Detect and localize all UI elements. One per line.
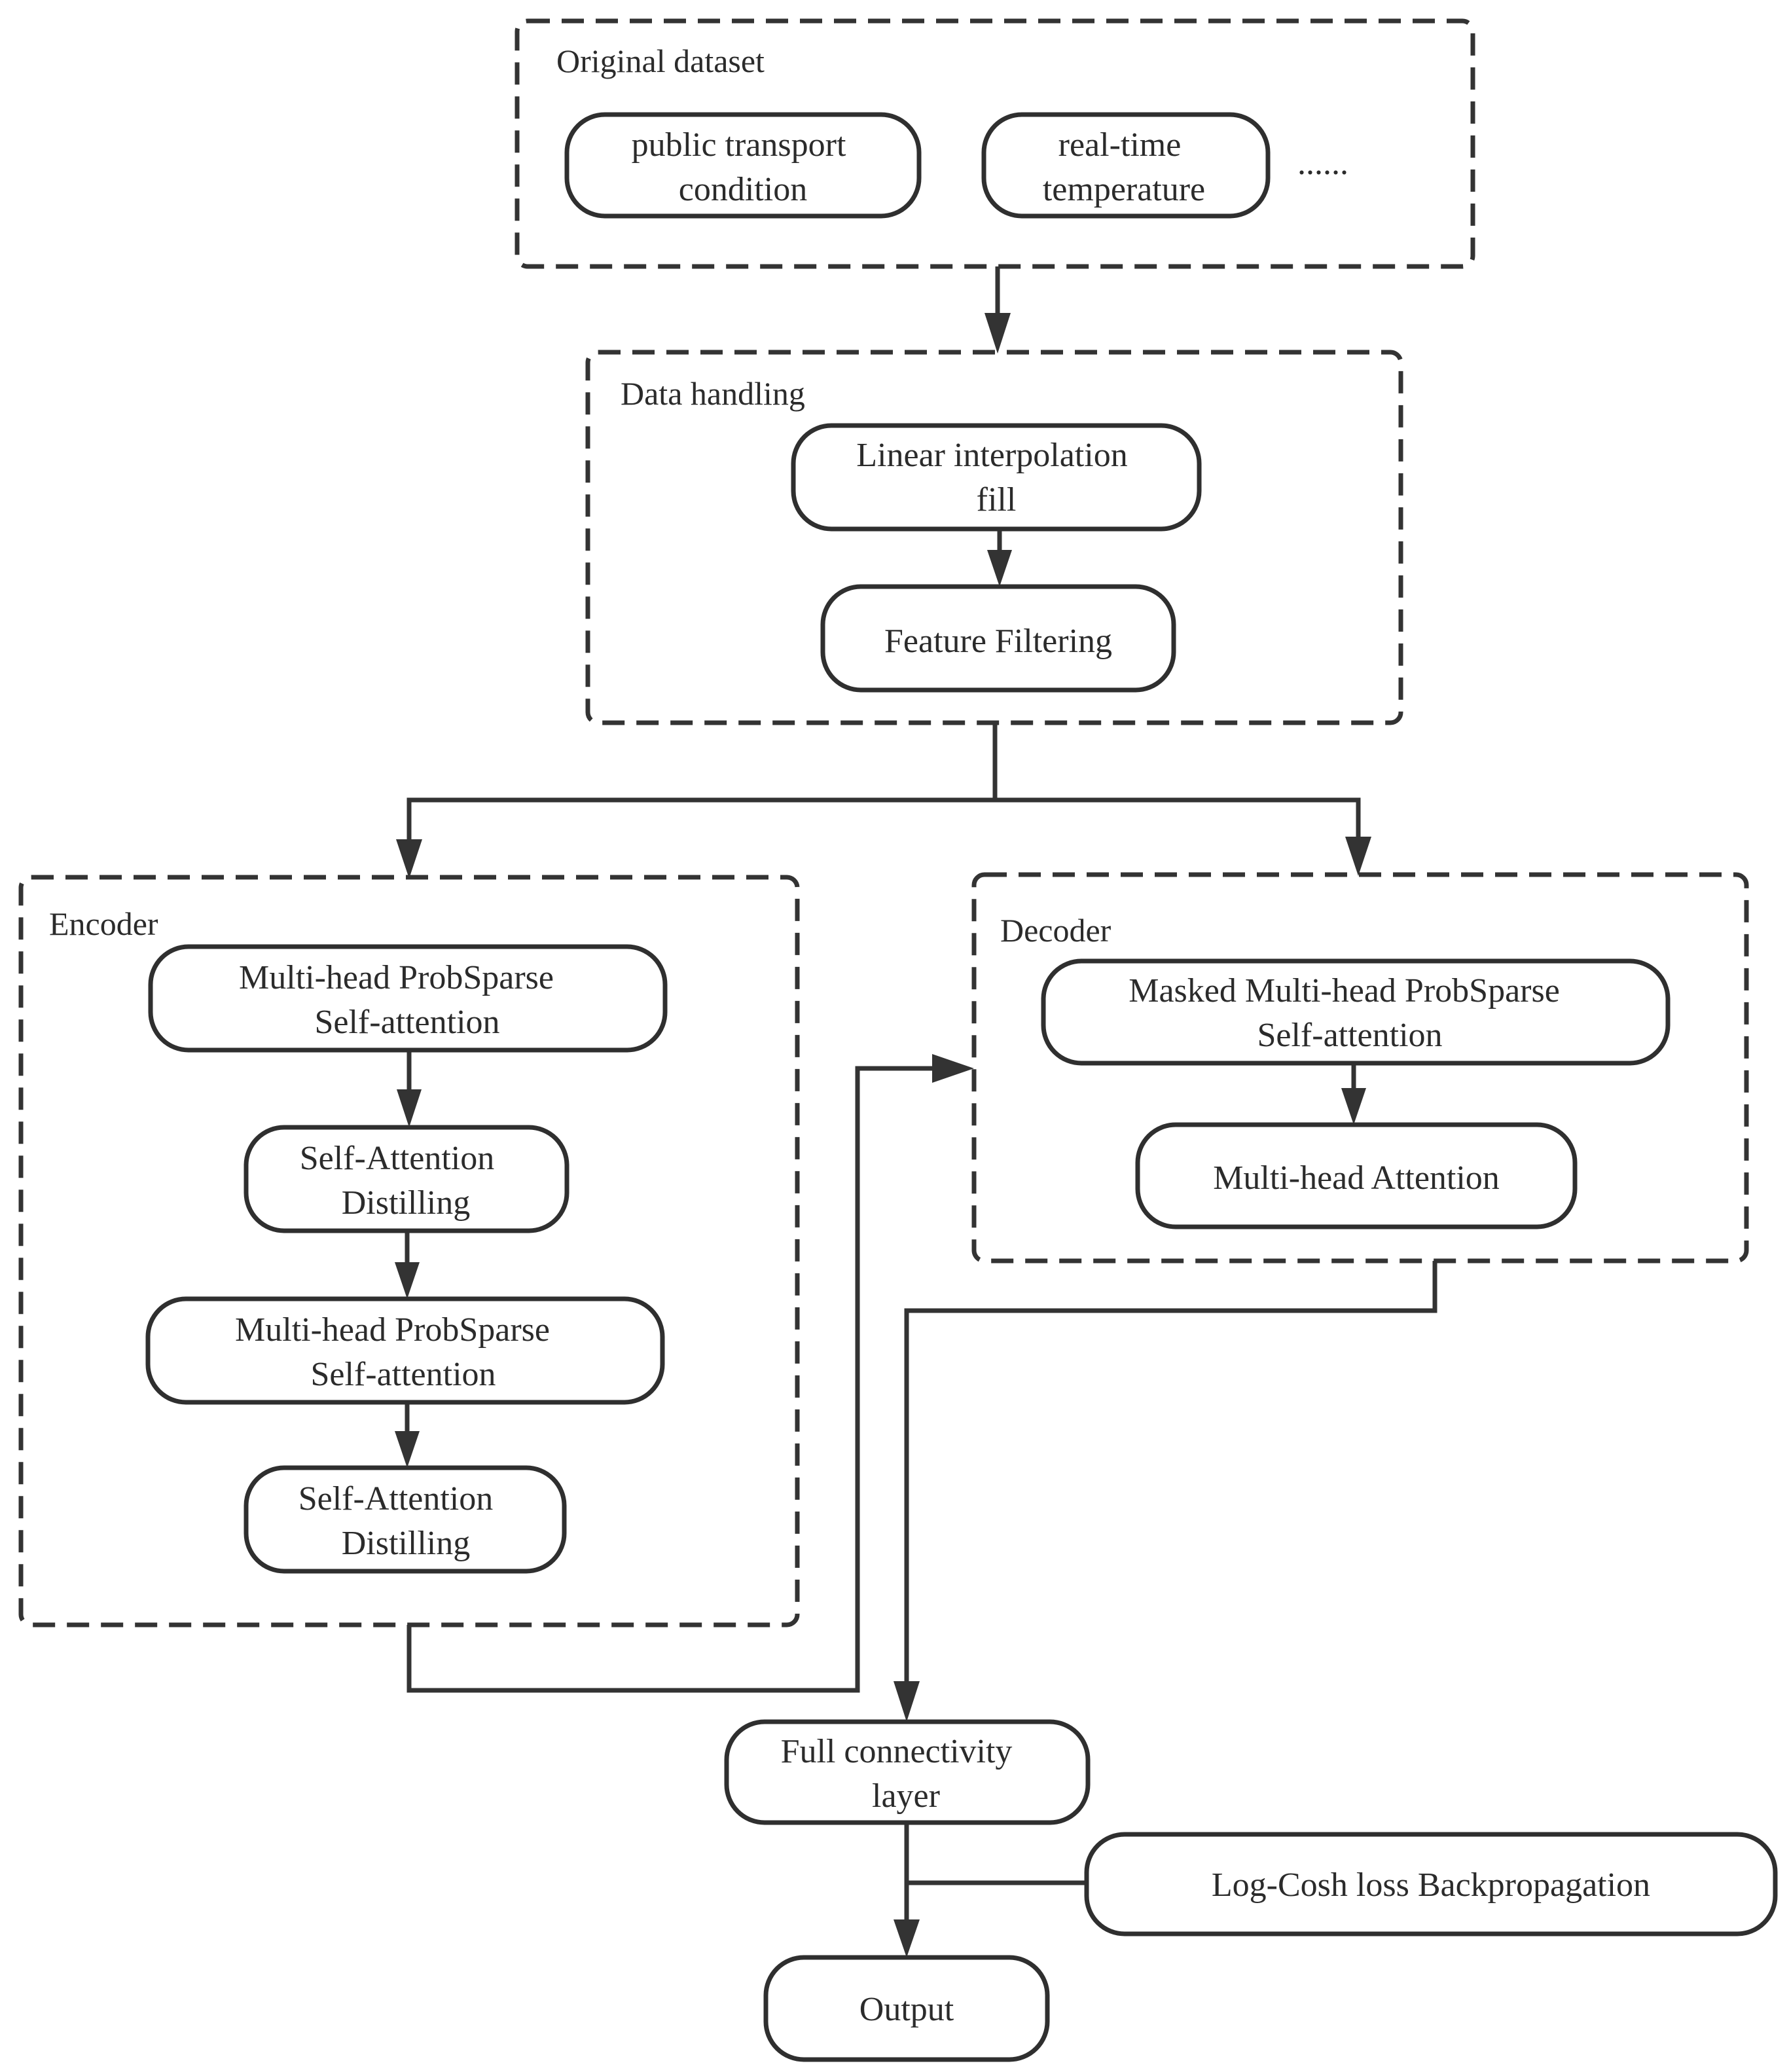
- real-time-temperature-node: [981, 112, 1271, 219]
- arrowhead-handling-to-decoder: [1345, 837, 1371, 876]
- edge-handling-to-encoder: [407, 723, 998, 845]
- encoder-distilling-2-label: Self-Attention Distilling: [298, 1480, 502, 1562]
- edge-handling-to-decoder: [995, 797, 1361, 842]
- log-cosh-label: Log-Cosh loss Backpropagation: [1212, 1866, 1650, 1904]
- log-cosh-node: [1084, 1832, 1778, 1936]
- decoder-title: Decoder: [1000, 912, 1111, 949]
- arrowhead-decoder-to-fc: [894, 1681, 920, 1722]
- full-connectivity-node: [724, 1719, 1091, 1825]
- encoder-attention-2-label: Multi-head ProbSparse Self-attention: [235, 1311, 558, 1393]
- edge-decoder-to-fc: [904, 1261, 1437, 1682]
- arrowhead-interpolation-to-filtering: [987, 550, 1012, 587]
- arrowhead-encoder-to-decoder: [932, 1054, 974, 1083]
- decoder-masked-attention-label: Masked Multi-head ProbSparse Self-attent…: [1129, 972, 1568, 1054]
- arrowhead-dataset-to-handling: [985, 313, 1011, 354]
- decoder-group: [971, 872, 1749, 1263]
- feature-filtering-node: [820, 584, 1176, 693]
- arrowhead-dec-masked-to-multihead: [1341, 1088, 1366, 1125]
- data-handling-title: Data handling: [621, 375, 805, 412]
- encoder-distilling-1-label: Self-Attention Distilling: [300, 1140, 503, 1222]
- encoder-attention-1-label: Multi-head ProbSparse Self-attention: [239, 959, 562, 1041]
- arrowhead-handling-to-encoder: [396, 839, 422, 879]
- encoder-distilling-1-node: [244, 1125, 569, 1233]
- arrowhead-enc-dist1-to-att2: [395, 1262, 420, 1299]
- decoder-multihead-attention-node: [1135, 1122, 1578, 1229]
- output-node: [763, 1955, 1050, 2062]
- edge-encoder-to-decoder: [407, 1066, 935, 1693]
- output-label: Output: [859, 1991, 954, 2028]
- arrowhead-enc-att2-to-dist2: [395, 1431, 420, 1468]
- public-transport-label: public transport condition: [632, 126, 855, 208]
- encoder-title: Encoder: [49, 905, 158, 942]
- public-transport-node: [564, 112, 922, 219]
- decoder-masked-attention-node: [1041, 958, 1671, 1066]
- linear-interpolation-label: Linear interpolation fill: [856, 437, 1136, 518]
- decoder-multihead-attention-label: Multi-head Attention: [1213, 1159, 1500, 1197]
- arrowhead-fc-to-output: [894, 1919, 920, 1957]
- encoder-distilling-2-node: [244, 1465, 567, 1574]
- real-time-temperature-label: real-time temperature: [1043, 126, 1205, 208]
- feature-filtering-label: Feature Filtering: [884, 623, 1112, 660]
- arrowhead-enc-att1-to-dist1: [397, 1089, 422, 1127]
- ellipsis-label: ......: [1297, 145, 1348, 182]
- encoder-attention-2-node: [145, 1296, 665, 1405]
- original-dataset-group: [515, 18, 1475, 269]
- original-dataset-title: Original dataset: [556, 43, 765, 79]
- linear-interpolation-node: [791, 423, 1202, 532]
- full-connectivity-label: Full connectivity layer: [781, 1733, 1021, 1815]
- encoder-attention-1-node: [148, 944, 668, 1053]
